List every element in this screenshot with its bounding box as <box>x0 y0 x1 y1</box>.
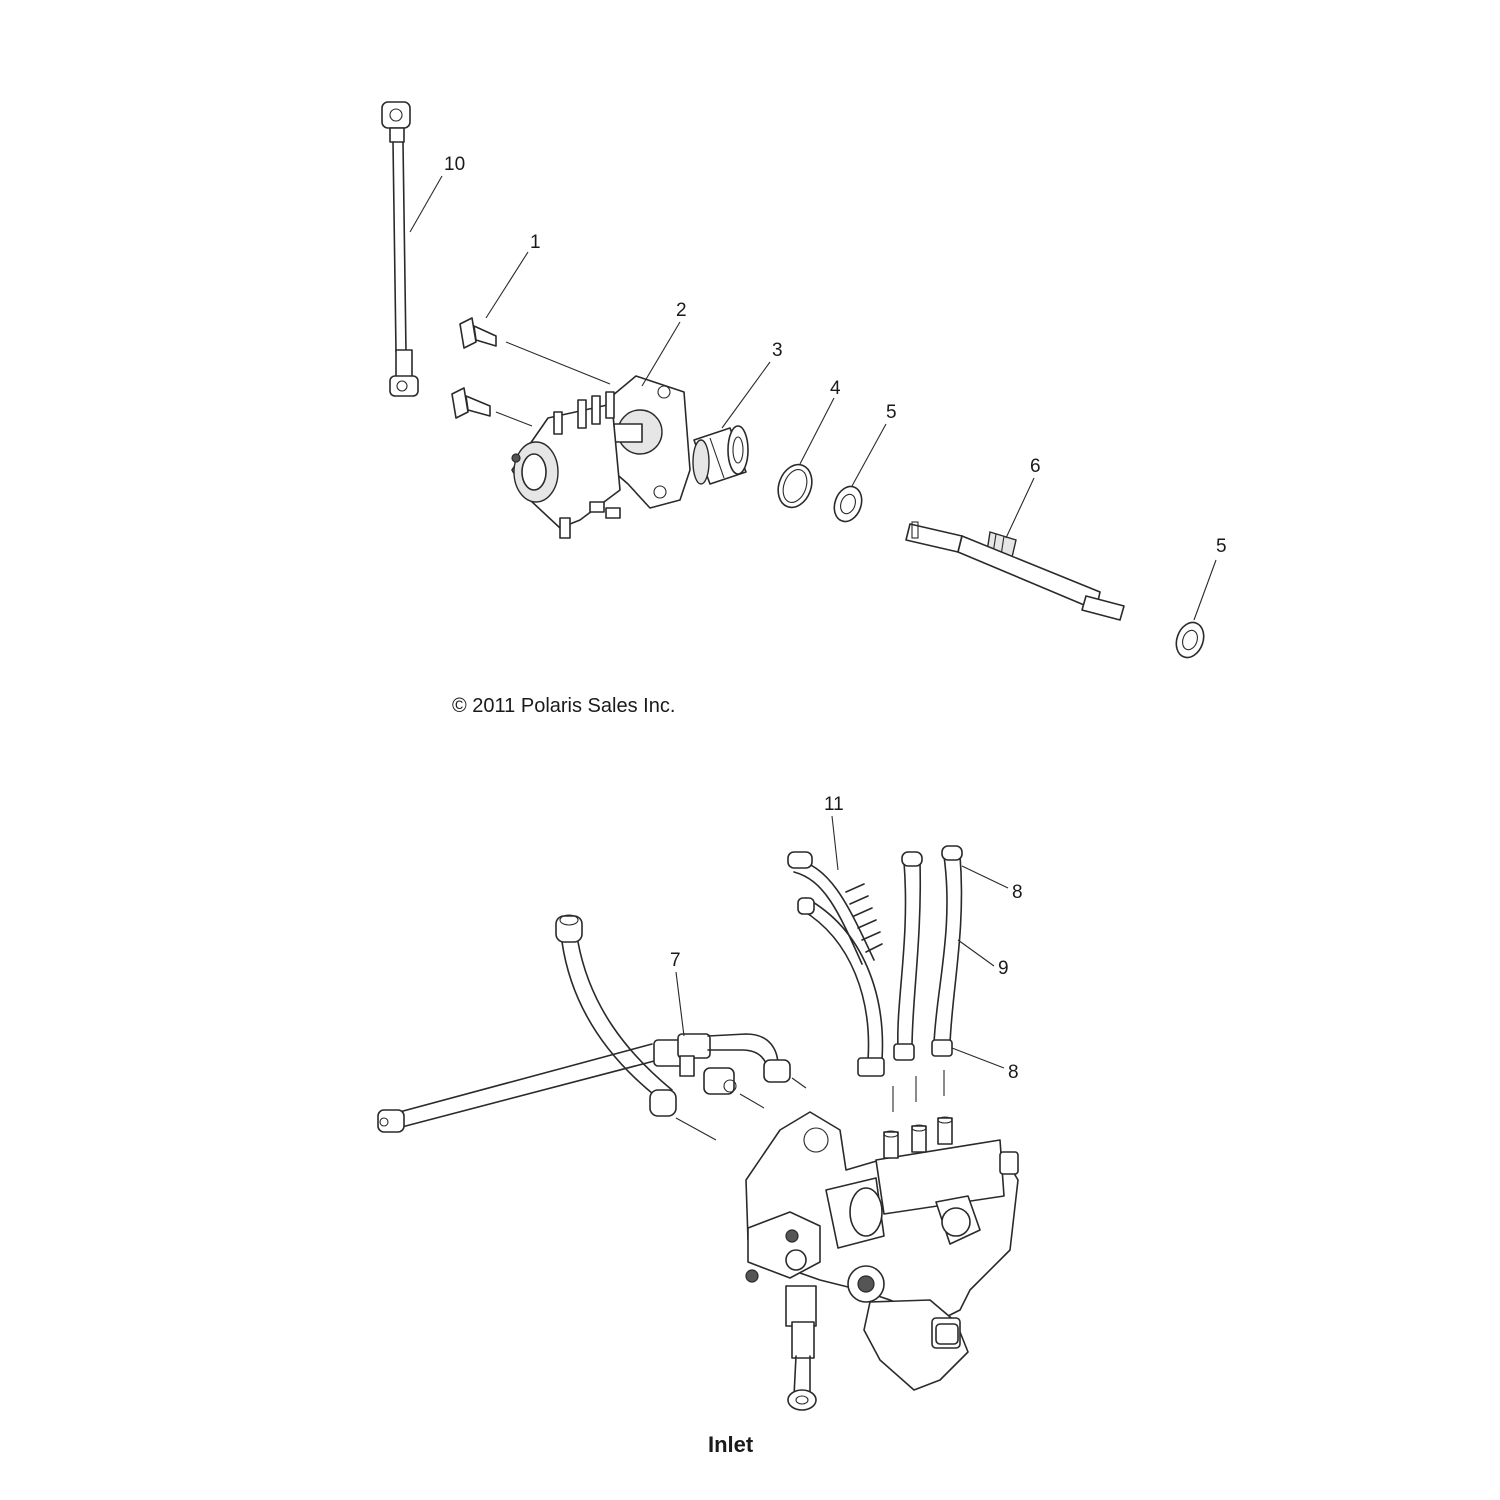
leader-6 <box>1005 477 1035 539</box>
callout-6: 6 <box>1030 456 1041 477</box>
oil-pump-body-lower <box>745 1111 1019 1411</box>
part-1-bolt-lower <box>451 387 491 419</box>
inlet-label: Inlet <box>708 1432 754 1457</box>
copyright-notice: © 2011 Polaris Sales Inc. <box>452 695 675 717</box>
leader-9 <box>957 939 995 967</box>
leader-4 <box>799 397 835 465</box>
leader-8a <box>961 865 1009 889</box>
part-10-cable <box>381 101 419 397</box>
spring-coils <box>845 883 883 953</box>
part-2-oil-pump <box>511 375 691 539</box>
part-5-washer-a <box>833 485 863 523</box>
dash-7b <box>739 1093 765 1109</box>
callout-2: 2 <box>676 300 687 321</box>
callout-9: 9 <box>998 958 1009 979</box>
leader-11 <box>831 815 839 871</box>
leader-10 <box>409 175 443 233</box>
callout-4: 4 <box>830 378 841 399</box>
callout-11: 11 <box>824 794 844 815</box>
part-3-seal <box>692 425 749 485</box>
part-4-o-ring <box>777 463 813 509</box>
leader-2 <box>641 321 681 387</box>
dash-7a <box>675 1117 717 1141</box>
leader-8b <box>951 1047 1005 1069</box>
callout-10: 10 <box>444 154 465 175</box>
callout-5a: 5 <box>886 402 897 423</box>
leader-3 <box>721 361 771 429</box>
callout-8a: 8 <box>1012 882 1023 903</box>
part-11-hose-spring <box>787 851 883 965</box>
callout-1: 1 <box>530 232 541 253</box>
part-9-hose-center <box>893 851 923 1061</box>
part-5-washer-b <box>1175 621 1205 659</box>
leader-5a <box>851 423 887 487</box>
callout-7: 7 <box>670 950 681 971</box>
leader-5b <box>1193 559 1217 621</box>
leader-7 <box>675 971 685 1037</box>
callout-5b: 5 <box>1216 536 1227 557</box>
part-6-drive-shaft <box>905 521 1125 621</box>
part-9-hose-right <box>931 845 963 1057</box>
callout-3: 3 <box>772 340 783 361</box>
dash-bolt-upper <box>505 341 611 385</box>
leader-1 <box>485 251 529 319</box>
hose-curved <box>797 897 885 1077</box>
callout-8b: 8 <box>1008 1062 1019 1083</box>
dash-bolt-lower <box>495 411 533 427</box>
dash-7c <box>791 1077 807 1089</box>
part-1-bolt-upper <box>459 317 497 349</box>
part-7-hose-assembly <box>377 914 791 1133</box>
